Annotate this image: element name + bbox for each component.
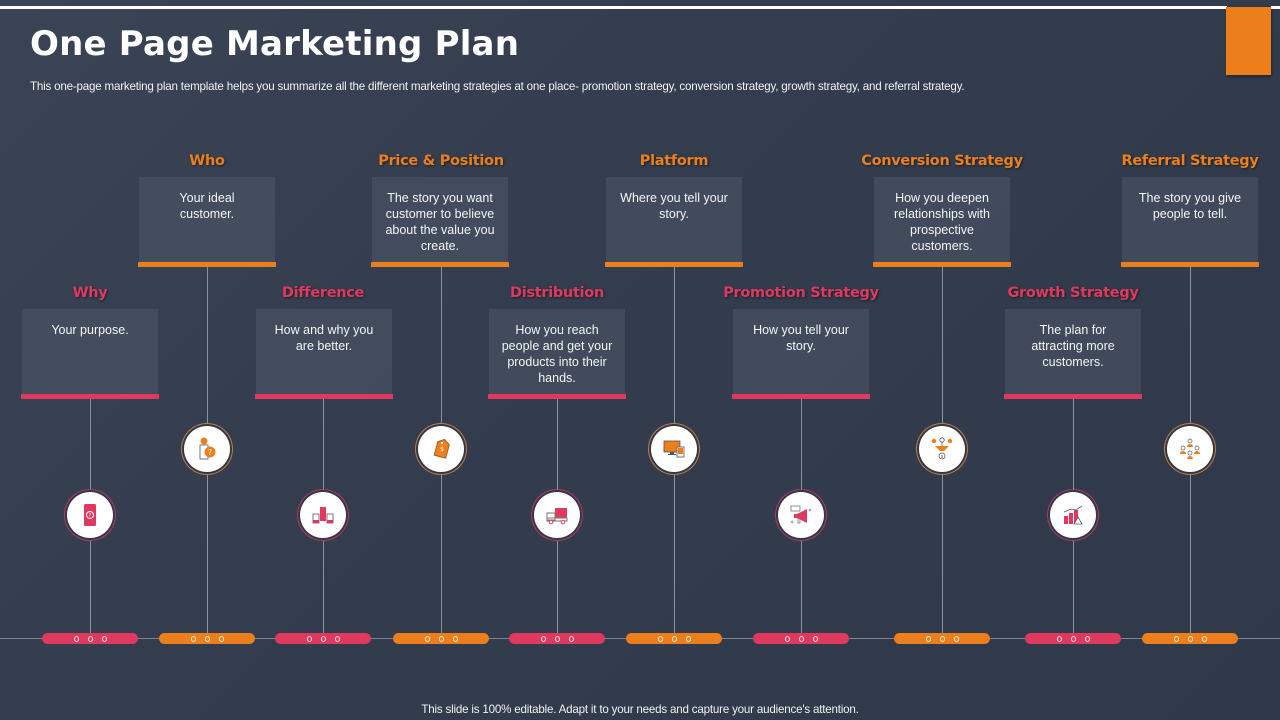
step-heading: Who — [189, 153, 225, 169]
timeline-pill-why — [42, 633, 138, 644]
step-heading: Difference — [281, 285, 365, 301]
timeline-pill-price-position — [393, 633, 489, 644]
step-bar — [488, 394, 626, 399]
step-bar — [605, 262, 743, 267]
top-rule — [0, 6, 1227, 9]
step-description: The story you want customer to believe a… — [385, 191, 495, 253]
svg-text:$: $ — [941, 454, 944, 460]
step-description: How you deepen relationships with prospe… — [894, 191, 990, 253]
page-subtitle: This one-page marketing plan template he… — [30, 80, 965, 93]
svg-text:?: ? — [208, 448, 212, 457]
step-heading: Referral Strategy — [1121, 153, 1259, 169]
step-bar — [255, 394, 393, 399]
step-card: How you tell your story. — [733, 309, 869, 397]
megaphone-icon — [778, 492, 824, 538]
step-card: How you reach people and get your produc… — [489, 309, 625, 397]
svg-text:?: ? — [89, 513, 92, 519]
top-rule-right — [1271, 6, 1280, 9]
step-bar — [873, 262, 1011, 267]
footer-note: This slide is 100% editable. Adapt it to… — [421, 703, 859, 716]
step-card: The plan for attracting more customers. — [1005, 309, 1141, 397]
timeline-pill-promotion — [753, 633, 849, 644]
step-description: The story you give people to tell. — [1138, 191, 1242, 221]
step-bar — [21, 394, 159, 399]
timeline-pill-difference — [275, 633, 371, 644]
step-description: Your ideal customer. — [179, 191, 235, 221]
step-description: Where you tell your story. — [620, 191, 728, 221]
standout-hands-icon — [300, 492, 346, 538]
step-heading: Platform — [639, 153, 709, 169]
funnel-dollar-icon: $ — [919, 426, 965, 472]
step-heading: Promotion Strategy — [723, 285, 879, 301]
step-card: How and why you are better. — [256, 309, 392, 397]
step-card: Your purpose. — [22, 309, 158, 397]
step-card: Where you tell your story. — [606, 177, 742, 265]
step-card: How you deepen relationships with prospe… — [874, 177, 1010, 265]
price-tag-icon: $ — [418, 426, 464, 472]
growth-chart-icon — [1050, 492, 1096, 538]
smartphone-question-icon: ? — [67, 492, 113, 538]
step-bar — [138, 262, 276, 267]
timeline-pill-growth — [1025, 633, 1121, 644]
step-bar — [371, 262, 509, 267]
step-bar — [1004, 394, 1142, 399]
person-question-icon: ? — [184, 426, 230, 472]
step-heading: Distribution — [510, 285, 604, 301]
step-bar — [1121, 262, 1259, 267]
timeline-pill-conversion — [894, 633, 990, 644]
timeline-pill-distribution — [509, 633, 605, 644]
delivery-truck-icon — [534, 492, 580, 538]
corner-accent-block — [1226, 7, 1271, 75]
network-people-icon — [1167, 426, 1213, 472]
step-bar — [732, 394, 870, 399]
step-card: The story you give people to tell. — [1122, 177, 1258, 265]
page-title: One Page Marketing Plan — [30, 24, 520, 64]
step-description: Your purpose. — [51, 323, 129, 337]
step-card: The story you want customer to believe a… — [372, 177, 508, 265]
timeline-pill-platform — [626, 633, 722, 644]
step-description: How you tell your story. — [753, 323, 849, 353]
step-heading: Why — [72, 285, 108, 301]
step-description: The plan for attracting more customers. — [1031, 323, 1115, 369]
timeline-pill-referral — [1142, 633, 1238, 644]
step-heading: Conversion Strategy — [861, 153, 1023, 169]
timeline-pill-who — [159, 633, 255, 644]
step-description: How you reach people and get your produc… — [501, 323, 613, 385]
devices-icon — [651, 426, 697, 472]
step-card: Your ideal customer. — [139, 177, 275, 265]
svg-text:$: $ — [440, 446, 444, 453]
step-heading: Growth Strategy — [1007, 285, 1139, 301]
step-description: How and why you are better. — [274, 323, 374, 353]
step-heading: Price & Position — [378, 153, 504, 169]
